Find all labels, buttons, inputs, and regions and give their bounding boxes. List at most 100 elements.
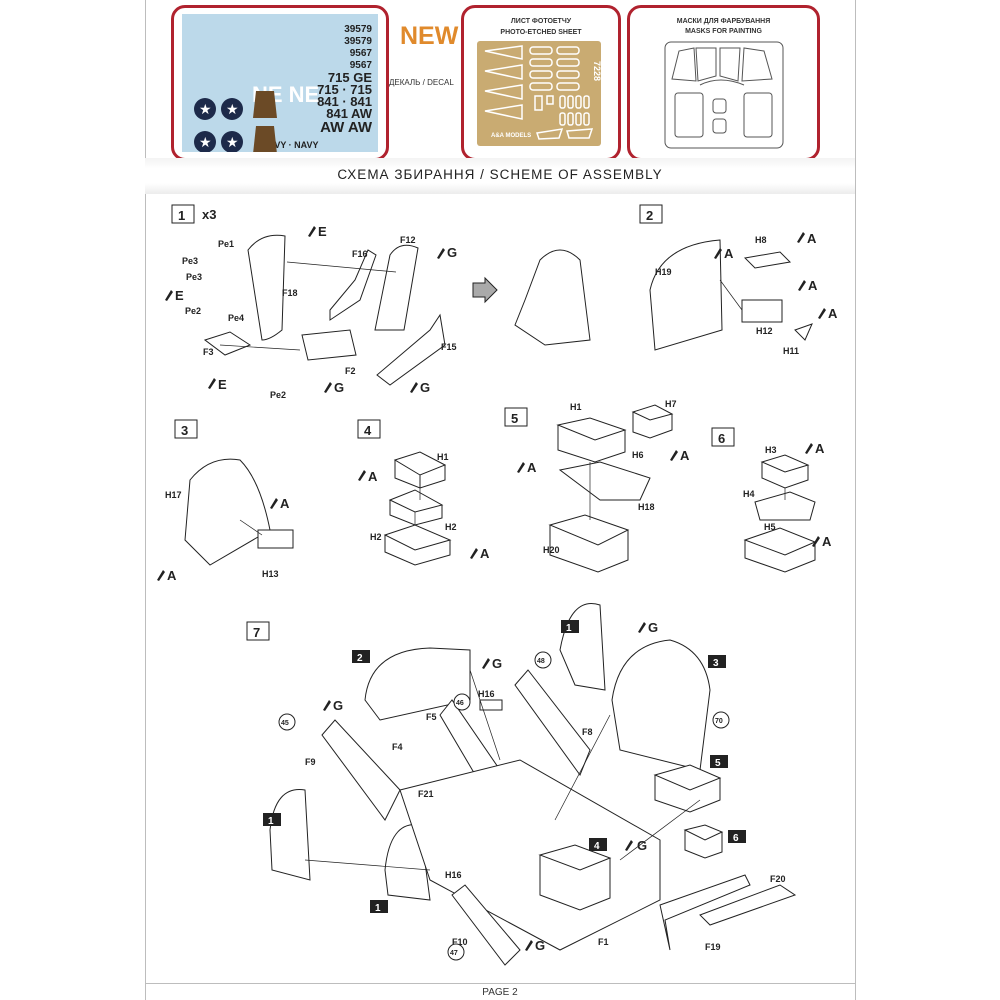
paint-code: G <box>637 838 647 853</box>
new-badge: NEW <box>400 22 459 50</box>
part-3-panel <box>611 639 711 771</box>
part-label: H2 <box>370 532 382 542</box>
decal-number: 841 AW <box>326 106 372 121</box>
step-5-number: 5 <box>511 411 518 426</box>
part-f10 <box>451 884 521 966</box>
paint-code: A <box>167 568 177 583</box>
step-1-multiplier: x3 <box>202 207 216 222</box>
pe-title-en: PHOTO-ETCHED SHEET <box>500 29 582 36</box>
part-f2 <box>301 329 357 361</box>
paint-code: A <box>807 231 817 246</box>
part-label: F5 <box>426 712 437 722</box>
decal-number: AW AW <box>320 119 372 136</box>
paint-code: A <box>280 496 290 511</box>
part-f12 <box>374 244 419 331</box>
part-label: H13 <box>262 569 279 579</box>
part-h17 <box>184 458 271 566</box>
paint-code: A <box>480 546 490 561</box>
svg-text:★: ★ <box>226 101 239 117</box>
part-label: Pe2 <box>270 390 286 400</box>
paint-code: G <box>492 656 502 671</box>
mask-title-en: MASKS FOR PAINTING <box>685 28 762 35</box>
mask-title-ua: МАСКИ ДЛЯ ФАРБУВАННЯ <box>676 18 771 25</box>
step-3-box <box>174 419 198 439</box>
color-code-badge: 45 <box>281 720 289 727</box>
part-5-box <box>653 764 722 813</box>
svg-text:★: ★ <box>199 101 212 117</box>
part-label: F4 <box>392 742 403 752</box>
paint-code: A <box>815 441 825 456</box>
assembled-seat <box>514 249 591 346</box>
decal-number: 715 GE <box>327 70 372 85</box>
decal-number: 841 · 841 <box>317 94 372 109</box>
arrow-icon <box>472 276 498 304</box>
ref-step-badge: 1 <box>268 816 274 827</box>
step-3-number: 3 <box>181 423 188 438</box>
step-1-number: 1 <box>178 208 185 223</box>
step-5-box <box>504 407 528 427</box>
part-label: F2 <box>345 366 356 376</box>
part-h8 <box>743 251 792 269</box>
svg-text:★: ★ <box>199 134 212 150</box>
paint-code: G <box>648 620 658 635</box>
part-label: F12 <box>400 235 416 245</box>
color-code-badge: 46 <box>456 700 464 707</box>
paint-code: G <box>447 245 457 260</box>
step-1-box <box>171 204 195 224</box>
part-label: H7 <box>665 399 677 409</box>
part-label: H17 <box>165 490 182 500</box>
paint-code: A <box>822 534 832 549</box>
part-label: Pe1 <box>218 239 234 249</box>
part-label: Pe2 <box>185 306 201 316</box>
part-h20 <box>548 514 630 573</box>
part-1-seat-a <box>559 603 606 691</box>
part-f16 <box>329 249 377 321</box>
part-label: F3 <box>203 347 214 357</box>
part-1-seat-b <box>269 789 311 881</box>
masks-box: МАСКИ ДЛЯ ФАРБУВАННЯ MASKS FOR PAINTING <box>627 5 820 161</box>
part-f18 <box>247 234 286 341</box>
step-7-box <box>246 621 270 641</box>
color-code-badge: 48 <box>537 658 545 665</box>
decal-sheet: 39579 39579 9567 9567 715 GE 715 · 715 8… <box>182 14 378 152</box>
ref-step-badge: 3 <box>713 658 719 669</box>
part-h12 <box>741 299 783 323</box>
decal-number: 39579 <box>344 36 372 47</box>
paint-code: A <box>808 278 818 293</box>
ref-step-badge: 4 <box>594 841 600 852</box>
part-h13 <box>257 529 294 549</box>
step-7-number: 7 <box>253 625 260 640</box>
part-label: H1 <box>570 402 582 412</box>
decal-sheet-box: 39579 39579 9567 9567 715 GE 715 · 715 8… <box>171 5 389 161</box>
page-border-right <box>855 0 856 1000</box>
decal-caption: ДЕКАЛЬ / DECAL <box>389 78 454 87</box>
part-h5 <box>743 527 817 573</box>
part-label: F10 <box>452 937 468 947</box>
paint-code: E <box>218 377 227 392</box>
seat-decal-icon <box>253 91 277 152</box>
decal-number: 715 · 715 <box>317 82 372 97</box>
color-code-badge: 70 <box>715 718 723 725</box>
pe-title-ua: ЛИСТ ФОТОЕТЧУ <box>510 18 572 25</box>
part-label: F21 <box>418 789 434 799</box>
svg-text:★: ★ <box>226 134 239 150</box>
part-label: H1 <box>437 452 449 462</box>
paint-code: G <box>420 380 430 395</box>
part-f3 <box>203 331 252 356</box>
star-insignia-icon: ★ ★ ★ ★ <box>194 98 243 152</box>
paint-code: A <box>724 246 734 261</box>
part-label: H8 <box>755 235 767 245</box>
part-h16 <box>479 699 503 711</box>
part-label: F18 <box>282 288 298 298</box>
part-label: F20 <box>770 874 786 884</box>
ref-step-badge: 5 <box>715 758 721 769</box>
part-label: H16 <box>445 870 462 880</box>
ref-step-badge: 1 <box>375 903 381 914</box>
part-f1-floor <box>399 759 661 951</box>
step-4-number: 4 <box>364 423 372 438</box>
part-f9 <box>321 719 401 821</box>
part-f8 <box>514 669 591 777</box>
paint-code: A <box>368 469 378 484</box>
section-band <box>145 158 855 194</box>
